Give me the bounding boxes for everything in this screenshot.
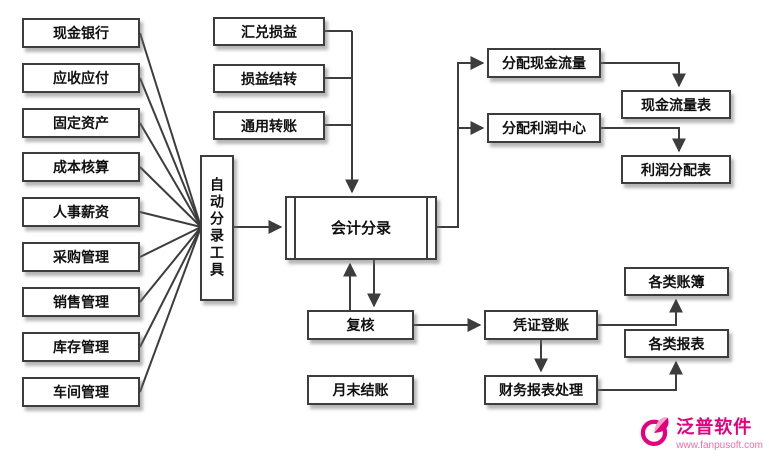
node-fixed-assets: 固定资产 bbox=[22, 108, 140, 138]
node-cash-flow-statement: 现金流量表 bbox=[621, 90, 731, 119]
node-financial-report-processing: 财务报表处理 bbox=[484, 375, 598, 405]
node-review: 复核 bbox=[307, 310, 414, 340]
connector-fixed-assets-to-tool bbox=[139, 122, 202, 228]
node-receivable-payable: 应收应付 bbox=[22, 63, 140, 93]
node-reports: 各类报表 bbox=[624, 329, 729, 358]
node-allocate-profit-center: 分配利润中心 bbox=[487, 113, 601, 143]
node-purchase-management: 采购管理 bbox=[22, 242, 140, 272]
node-profit-distribution-statement: 利润分配表 bbox=[621, 155, 731, 184]
node-inventory-management: 库存管理 bbox=[22, 332, 140, 362]
connector-hr-to-tool bbox=[139, 211, 202, 228]
fanpu-watermark: 泛普软件 www.fanpusoft.com bbox=[637, 413, 763, 451]
node-allocate-cash-flow: 分配现金流量 bbox=[487, 48, 601, 78]
connector-workshop-to-tool bbox=[139, 226, 202, 393]
fanpu-brand-name: 泛普软件 bbox=[676, 417, 753, 437]
connector-cash-bank-to-tool bbox=[139, 32, 202, 228]
fanpu-logo-icon bbox=[641, 417, 669, 447]
node-voucher-posting: 凭证登账 bbox=[484, 310, 598, 340]
node-sales-management: 销售管理 bbox=[22, 287, 140, 317]
node-cash-bank: 现金银行 bbox=[22, 18, 140, 48]
node-hr-payroll: 人事薪资 bbox=[22, 197, 140, 227]
node-auto-entry-tool: 自动分录工具 bbox=[200, 155, 234, 301]
connector-cost-to-tool bbox=[139, 166, 202, 228]
fanpu-url: www.fanpusoft.com bbox=[676, 440, 763, 451]
fanpu-watermark-text: 泛普软件 www.fanpusoft.com bbox=[676, 413, 763, 451]
connector-posting-to-ledgers bbox=[598, 298, 683, 326]
node-ledgers: 各类账簿 bbox=[624, 267, 729, 296]
node-general-transfer: 通用转账 bbox=[213, 111, 325, 140]
connector-receivable-to-tool bbox=[139, 77, 202, 228]
node-workshop-management: 车间管理 bbox=[22, 377, 140, 407]
node-exchange-gain-loss: 汇兑损益 bbox=[213, 17, 325, 46]
connector-alloc-to-profit-statement bbox=[601, 127, 686, 153]
connector-purchase-to-tool bbox=[139, 226, 202, 258]
connector-sales-to-tool bbox=[139, 226, 202, 303]
node-accounting-entry: 会计分录 bbox=[285, 196, 437, 260]
connector-inventory-to-tool bbox=[139, 226, 202, 348]
node-month-end-closing: 月末结账 bbox=[307, 375, 414, 405]
node-profit-loss-carryover: 损益结转 bbox=[213, 64, 325, 93]
node-cost-accounting: 成本核算 bbox=[22, 152, 140, 182]
connector-entry-to-cashflow-alloc bbox=[437, 56, 485, 228]
connector-processing-to-reports bbox=[598, 360, 683, 391]
connector-alloc-to-cashflow-statement bbox=[601, 62, 686, 88]
